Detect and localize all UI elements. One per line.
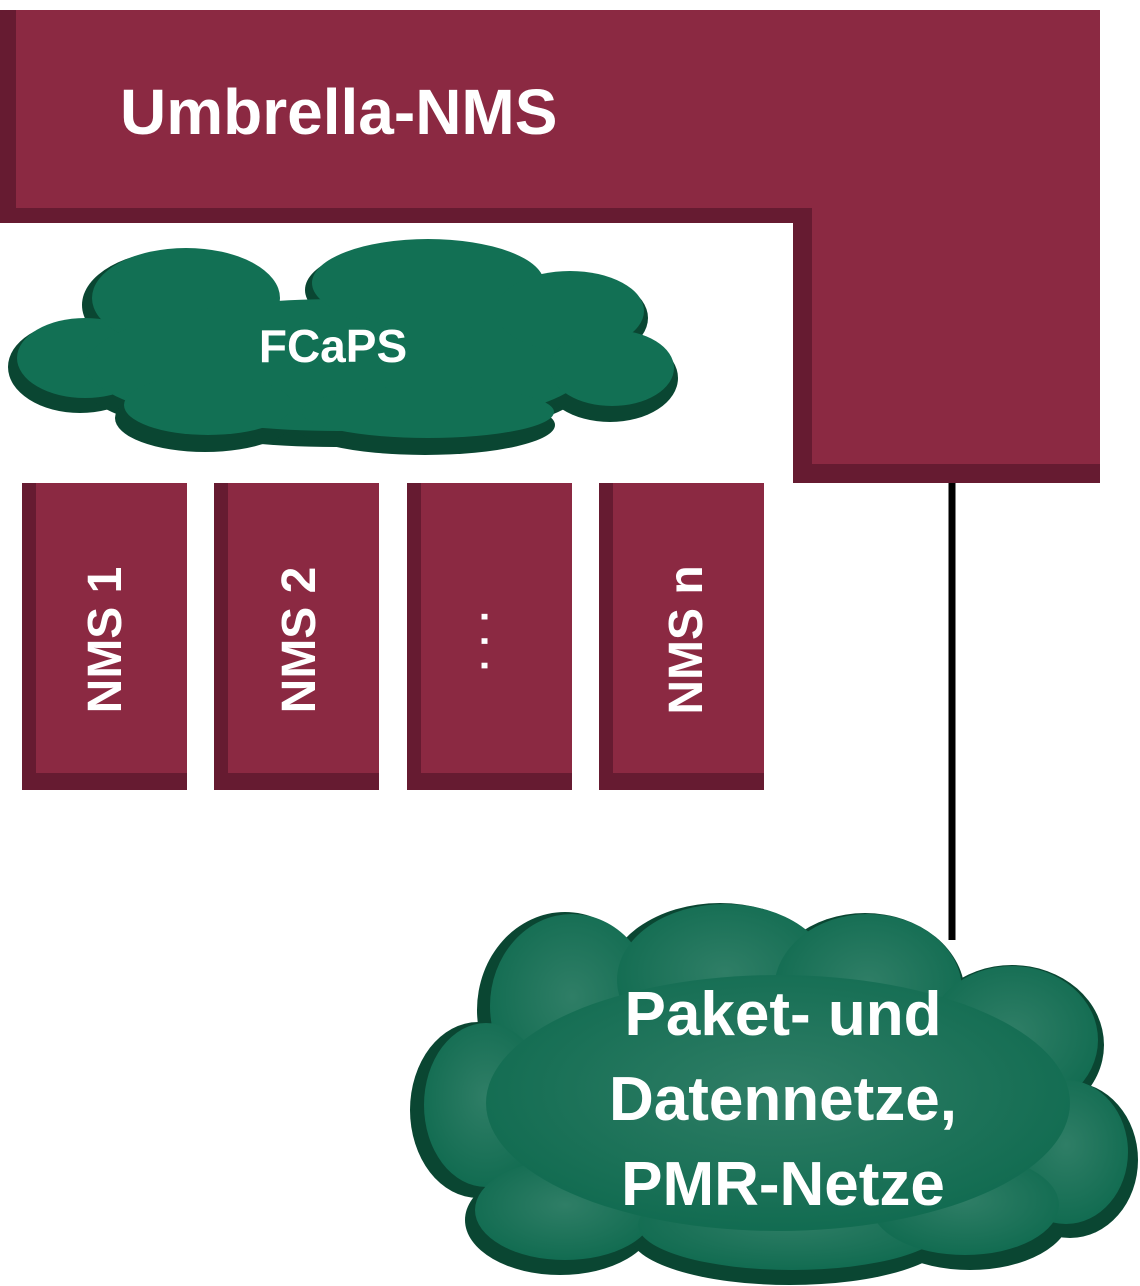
nms-2-label: NMS 2 <box>273 567 326 714</box>
fcaps-cloud: FCaPS <box>8 239 678 455</box>
nms-2-box: NMS 2 <box>214 483 379 790</box>
nms-n-label: NMS n <box>660 565 713 714</box>
nms-1-box: NMS 1 <box>22 483 187 790</box>
fcaps-cloud-body <box>17 239 674 438</box>
nms-n-box: NMS n <box>599 483 764 790</box>
nms-ellipsis-label: · · · <box>463 609 507 671</box>
network-label-line-1: Paket- und <box>625 980 942 1049</box>
network-label-line-3: PMR-Netze <box>621 1150 945 1219</box>
network-cloud-body <box>424 904 1128 1270</box>
umbrella-nms-shape <box>16 10 1100 464</box>
nms-1-label: NMS 1 <box>79 567 132 714</box>
network-cloud: Paket- und Datennetze, PMR-Netze <box>410 903 1138 1285</box>
nms-ellipsis-box: · · · <box>407 483 572 790</box>
umbrella-nms-block: Umbrella-NMS <box>0 10 1100 483</box>
network-label-line-2: Datennetze, <box>609 1065 957 1134</box>
umbrella-nms-label: Umbrella-NMS <box>120 76 557 148</box>
fcaps-label: FCaPS <box>259 320 407 372</box>
